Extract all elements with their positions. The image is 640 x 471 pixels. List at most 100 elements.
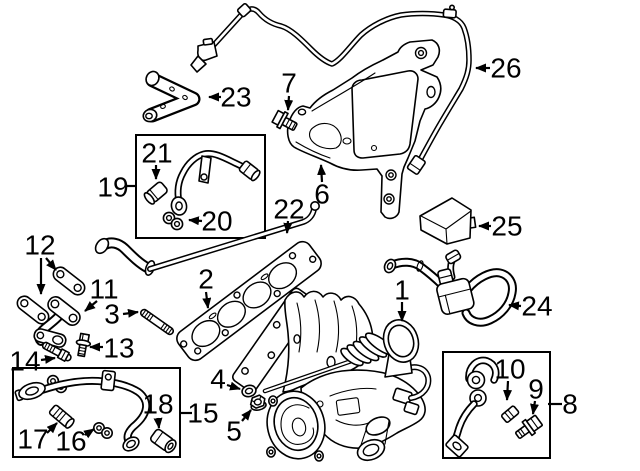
callout-24-arrow — [508, 301, 522, 311]
part-4-seal-ring — [241, 384, 257, 398]
part-6-heat-shield — [286, 39, 442, 220]
callout-6-label: 6 — [314, 179, 330, 210]
callout-6[interactable]: 6 — [314, 164, 330, 210]
part-3-stud — [139, 308, 175, 336]
part-9-bolt — [515, 414, 543, 439]
callout-13-label: 13 — [103, 333, 134, 364]
callout-20[interactable]: 20 — [188, 206, 233, 237]
part-12-gasket-a — [52, 266, 86, 296]
callout-16-label: 16 — [55, 426, 86, 457]
callout-22-arrow — [283, 220, 293, 234]
callout-10-label: 10 — [494, 354, 525, 385]
callout-21[interactable]: 21 — [141, 138, 173, 180]
part-14-stud — [41, 341, 72, 362]
callout-9-arrow — [530, 400, 539, 415]
callout-19-label: 19 — [97, 172, 128, 203]
tube-clamp-icon — [236, 3, 457, 19]
callout-9[interactable]: 9 — [528, 374, 544, 415]
callout-14-label: 14 — [9, 346, 40, 377]
part-18-fitting — [149, 428, 177, 454]
callout-11-label: 11 — [89, 274, 118, 305]
callout-10[interactable]: 10 — [494, 354, 526, 401]
callout-21-label: 21 — [141, 138, 172, 169]
callout-18-arrow — [153, 417, 163, 429]
callout-4-arrow — [226, 381, 241, 391]
kit-box-15 — [12, 367, 181, 458]
callout-17-arrow — [46, 422, 58, 434]
callout-23-label: 23 — [220, 82, 251, 113]
turbo-outlet — [356, 416, 391, 462]
callout-12-label: 12 — [24, 230, 55, 261]
callout-9-label: 9 — [528, 374, 544, 405]
callout-20-arrow — [188, 216, 203, 226]
part-20-washers — [162, 211, 184, 231]
callout-26[interactable]: 26 — [475, 53, 522, 84]
callout-4-label: 4 — [210, 364, 226, 395]
callout-5-label: 5 — [226, 416, 242, 447]
callout-7[interactable]: 7 — [281, 68, 297, 111]
part-25-canister — [419, 197, 477, 245]
callout-2-arrow — [202, 291, 212, 309]
callout-10-arrow — [503, 380, 513, 401]
callout-2-label: 2 — [198, 264, 214, 295]
part-19-oil-supply-tube — [170, 154, 261, 216]
callout-22-label: 22 — [273, 194, 304, 225]
callout-7-arrow — [284, 95, 294, 111]
callout-6-arrow — [317, 164, 327, 183]
callout-17[interactable]: 17 — [17, 422, 58, 455]
part-22-coolant-pipe — [94, 201, 320, 276]
callout-25[interactable]: 25 — [478, 211, 523, 242]
part-26-vapor-tube — [190, 3, 469, 175]
part-8-turbo-line — [445, 360, 496, 458]
callout-22[interactable]: 22 — [273, 194, 305, 234]
callout-12-arrow-a — [45, 257, 57, 271]
callout-5[interactable]: 5 — [226, 409, 252, 447]
callout-11[interactable]: 11 — [84, 274, 119, 312]
center-housing-ribs — [340, 332, 396, 367]
callout-4[interactable]: 4 — [210, 364, 241, 395]
callout-20-label: 20 — [201, 206, 232, 237]
callout-23[interactable]: 23 — [208, 82, 252, 113]
callout-15[interactable]: 15 — [181, 398, 219, 429]
kit-box-19 — [135, 134, 266, 239]
callout-12[interactable]: 12 — [24, 230, 57, 295]
callout-24-label: 24 — [521, 291, 552, 322]
callout-2[interactable]: 2 — [198, 264, 214, 309]
callout-19[interactable]: 19 — [97, 172, 136, 203]
callout-14[interactable]: 14 — [9, 346, 56, 377]
callout-7-label: 7 — [281, 68, 297, 99]
part-16-washers — [93, 421, 114, 439]
callout-5-arrow — [241, 409, 252, 422]
callout-8[interactable]: 8 — [548, 389, 578, 420]
part-11-oil-drain-tube — [33, 296, 81, 348]
callout-13[interactable]: 13 — [89, 333, 135, 364]
part-1-turbocharger-assembly — [231, 287, 429, 462]
callout-24[interactable]: 24 — [508, 291, 553, 322]
part-10-fitting — [500, 405, 520, 423]
callout-16-arrow — [83, 428, 95, 439]
part-15-oil-return-tube — [14, 369, 146, 452]
callout-1-label: 1 — [394, 275, 410, 306]
callout-11-arrow — [84, 300, 98, 312]
part-21-fitting — [143, 181, 168, 205]
callout-3[interactable]: 3 — [104, 299, 139, 330]
callout-8-label: 8 — [562, 389, 578, 420]
callout-3-label: 3 — [104, 299, 120, 330]
callout-3-arrow — [122, 308, 139, 318]
callout-18[interactable]: 18 — [142, 389, 174, 429]
callout-25-label: 25 — [491, 211, 522, 242]
callout-14-arrow — [40, 354, 56, 364]
callout-18-label: 18 — [142, 389, 173, 420]
part-5-nut — [249, 394, 267, 411]
callout-1[interactable]: 1 — [394, 275, 410, 322]
part-2-manifold-gasket — [176, 240, 322, 362]
callout-16[interactable]: 16 — [55, 426, 95, 457]
compressor-cover-disc — [265, 390, 326, 462]
turbo-inlet-ring — [382, 319, 420, 363]
callout-15-label: 15 — [187, 398, 218, 429]
callout-17-label: 17 — [17, 424, 48, 455]
part-17-fitting-bolt — [48, 404, 75, 429]
callout-26-label: 26 — [490, 53, 521, 84]
